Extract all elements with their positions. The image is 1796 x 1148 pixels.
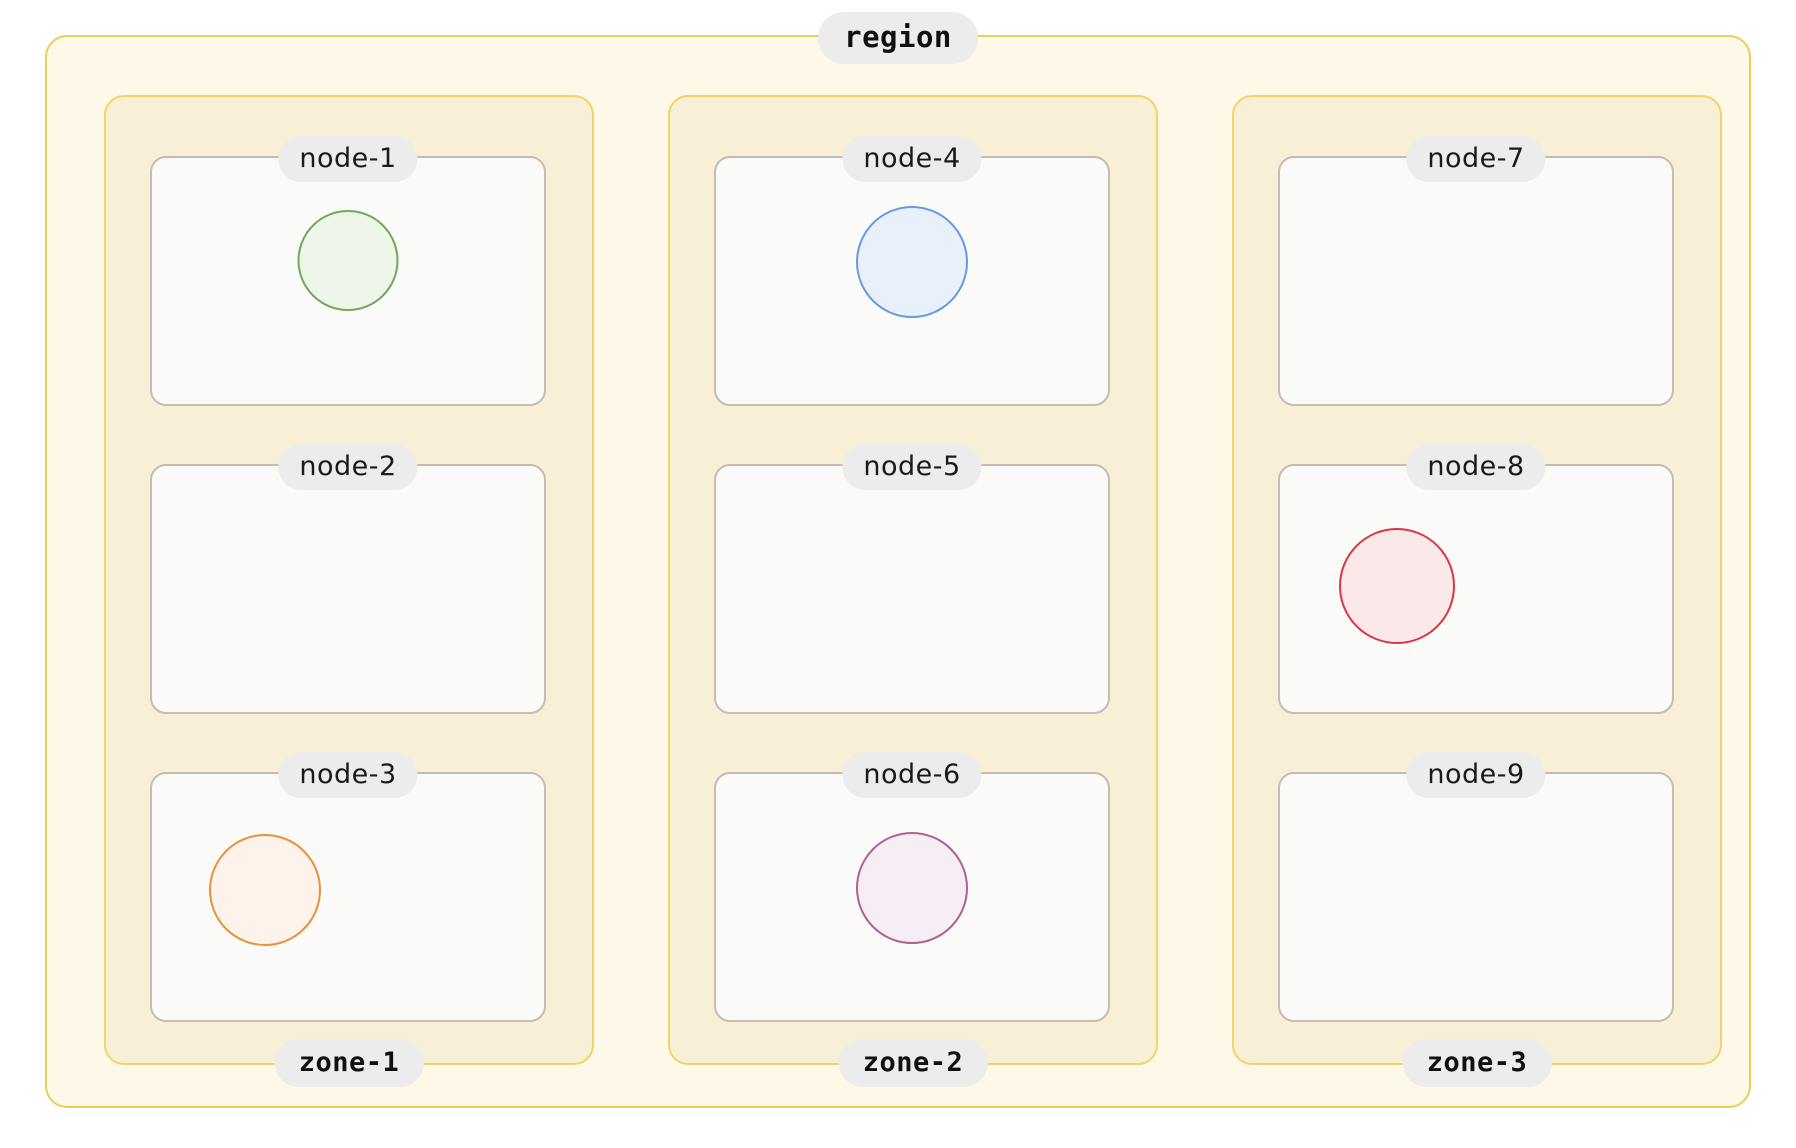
zone-container-2[interactable]: zone-2 node-4 node-5 node-6 <box>668 95 1158 1087</box>
zone-label-3: zone-3 <box>1402 1039 1552 1087</box>
node-1-circle-icon <box>297 210 399 311</box>
node-container-4[interactable]: node-4 <box>714 136 1110 406</box>
node-4-circle-icon <box>856 206 968 318</box>
node-label-9: node-9 <box>1406 752 1546 798</box>
zone-container-3[interactable]: zone-3 node-7 node-8 node-9 <box>1232 95 1722 1087</box>
node-label-2: node-2 <box>278 444 418 490</box>
zone-label-1: zone-1 <box>274 1039 424 1087</box>
node-container-5[interactable]: node-5 <box>714 444 1110 714</box>
node-8-circle-icon <box>1339 528 1455 644</box>
node-label-8: node-8 <box>1406 444 1546 490</box>
node-container-9[interactable]: node-9 <box>1278 752 1674 1022</box>
zone-container-1[interactable]: zone-1 node-1 node-2 node-3 <box>104 95 594 1087</box>
zones-row: zone-1 node-1 node-2 node-3 zone-2 <box>47 37 1749 1106</box>
node-label-5: node-5 <box>842 444 982 490</box>
region-label: region <box>818 12 978 64</box>
node-label-4: node-4 <box>842 136 982 182</box>
node-container-8[interactable]: node-8 <box>1278 444 1674 714</box>
node-label-1: node-1 <box>278 136 418 182</box>
node-3-circle-icon <box>209 834 321 946</box>
node-6-circle-icon <box>856 832 968 944</box>
node-label-7: node-7 <box>1406 136 1546 182</box>
region-container[interactable]: region zone-1 node-1 node-2 node-3 <box>45 12 1751 1108</box>
node-container-2[interactable]: node-2 <box>150 444 546 714</box>
node-label-3: node-3 <box>278 752 418 798</box>
node-container-3[interactable]: node-3 <box>150 752 546 1022</box>
zone-label-2: zone-2 <box>838 1039 988 1087</box>
node-container-7[interactable]: node-7 <box>1278 136 1674 406</box>
node-container-6[interactable]: node-6 <box>714 752 1110 1022</box>
node-label-6: node-6 <box>842 752 982 798</box>
node-container-1[interactable]: node-1 <box>150 136 546 406</box>
